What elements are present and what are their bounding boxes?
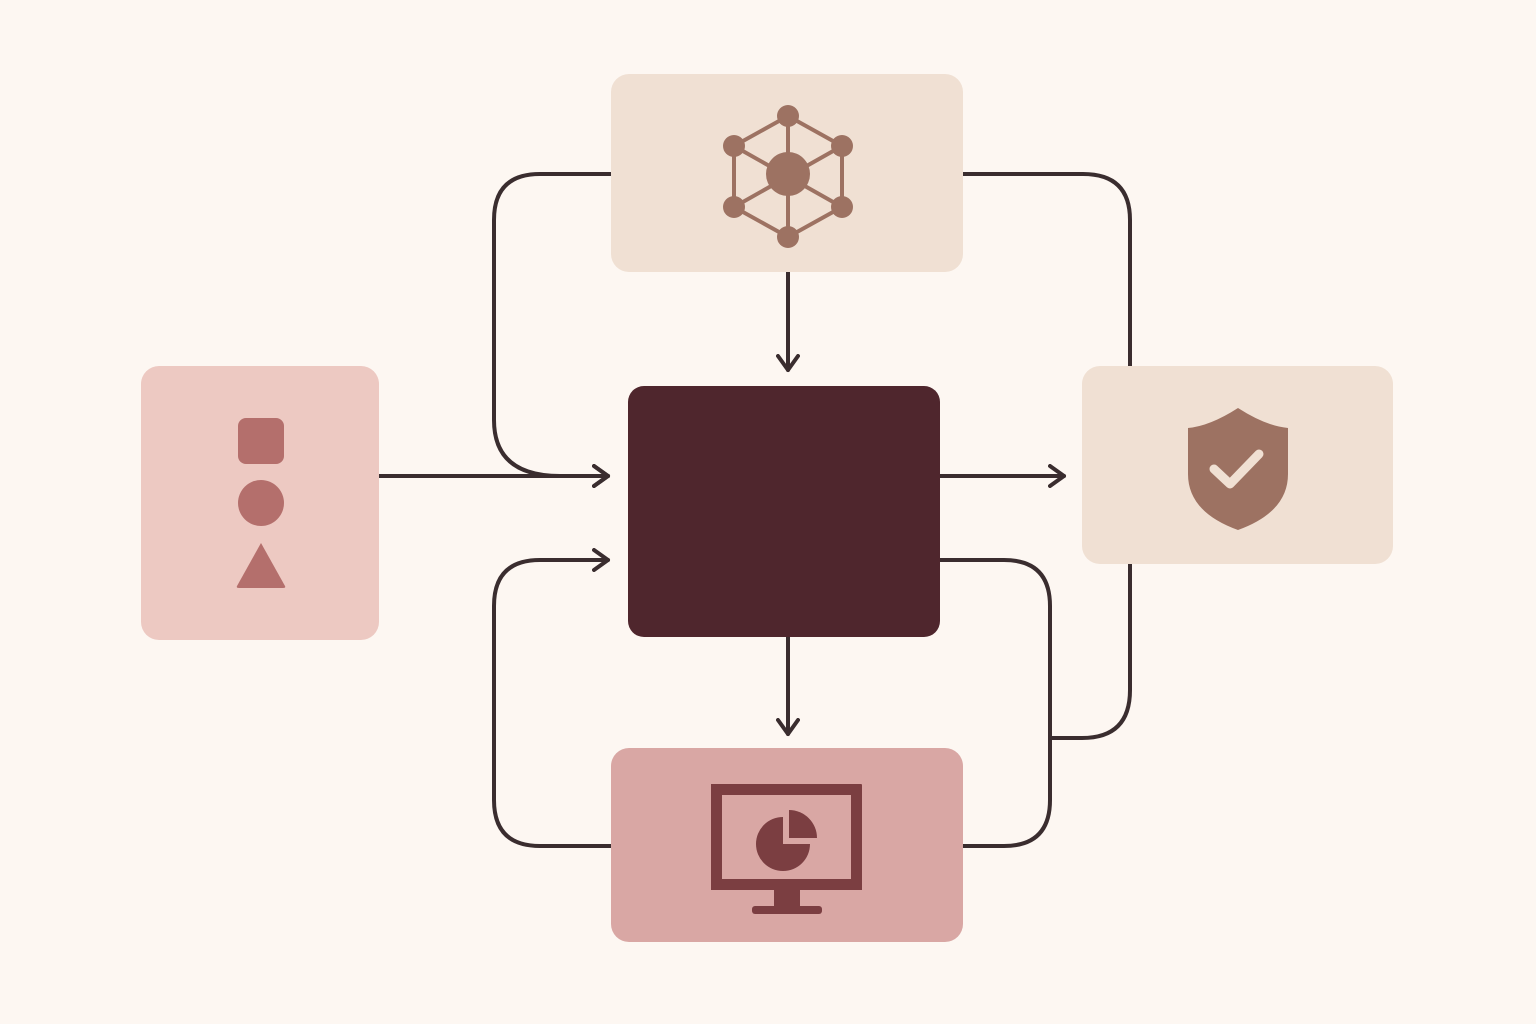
connector-network-to-right	[961, 172, 1132, 368]
connector-network-loop-left	[492, 172, 613, 488]
shapes-icon	[236, 418, 286, 588]
dashboard-node	[611, 748, 963, 942]
network-graph-icon	[723, 105, 853, 248]
core-node	[628, 386, 940, 637]
connector-core-right-loop	[938, 558, 1052, 848]
network-node	[611, 74, 963, 272]
connector-monitor-to-core-loop	[492, 548, 613, 848]
monitor-chart-icon	[711, 784, 862, 914]
connector-shield-down-loop	[1050, 562, 1132, 740]
shield-check-icon	[1188, 408, 1288, 530]
input-node	[141, 366, 379, 640]
security-node	[1082, 366, 1393, 564]
